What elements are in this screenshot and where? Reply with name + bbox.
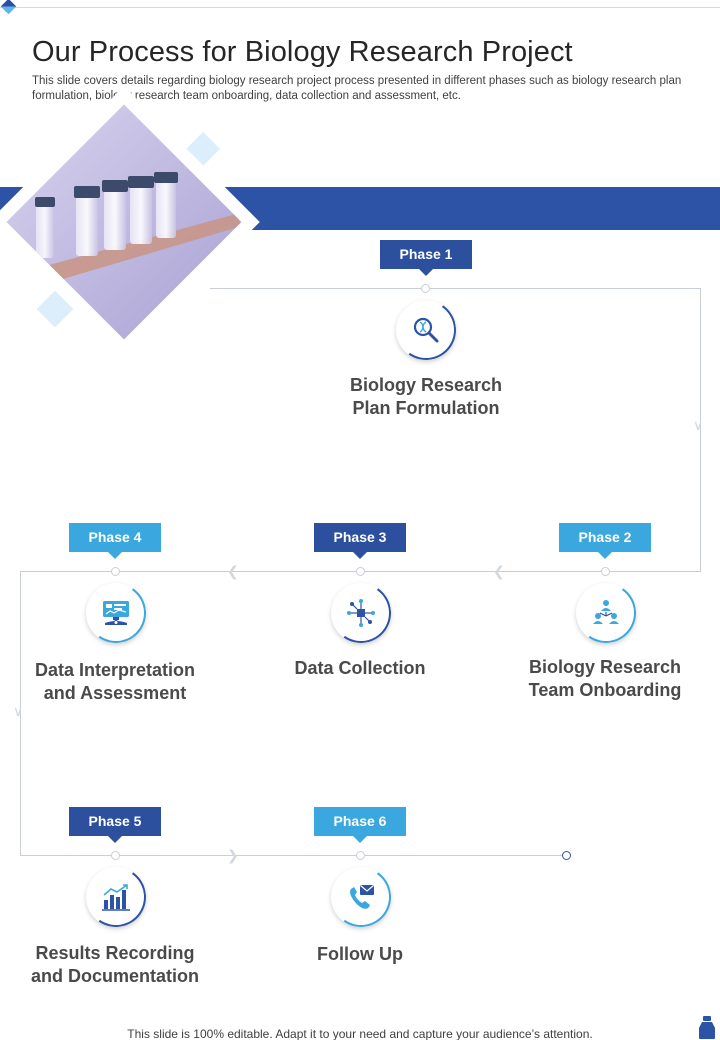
magnifier-dna-icon — [413, 317, 439, 343]
chevron-down-icon: ∨ — [13, 703, 24, 719]
flow-line — [20, 855, 566, 856]
phase-3-tag: Phase 3 — [314, 523, 406, 559]
phase-1-icon-circle — [391, 295, 461, 365]
flow-node — [421, 284, 430, 293]
phone-mail-icon — [350, 885, 374, 909]
phase-2-label: Biology Research Team Onboarding — [528, 657, 682, 700]
flow-node — [601, 567, 610, 576]
bottle-icon — [699, 1016, 715, 1039]
phase-5-label: Results Recording and Documentation — [30, 943, 199, 986]
dashboard-analysis-icon — [103, 601, 129, 625]
flow-node — [356, 851, 365, 860]
page-subtitle: This slide covers details regarding biol… — [32, 75, 682, 102]
page-title: Our Process for Biology Research Project — [32, 36, 573, 68]
top-rule — [0, 7, 720, 8]
phase-1-tag: Phase 1 — [380, 240, 472, 276]
chevron-left-icon: ❮ — [493, 563, 505, 579]
flow-line — [20, 571, 21, 856]
bar-chart-icon — [102, 884, 130, 911]
chevron-right-icon: ❯ — [227, 847, 239, 863]
flow-line — [210, 288, 701, 289]
data-network-icon — [347, 599, 375, 627]
flow-end-node — [562, 851, 571, 860]
phase-4-label: Data Interpretation and Assessment — [34, 660, 196, 703]
phase-4-icon-circle — [81, 578, 151, 648]
phase-6-tag: Phase 6 — [314, 807, 406, 843]
phase-6-label: Follow Up — [317, 944, 403, 964]
corner-diamond-icon — [0, 0, 17, 15]
phase-6-icon-circle — [326, 862, 396, 932]
team-hierarchy-icon — [593, 600, 619, 624]
phase-2-tag: Phase 2 — [559, 523, 651, 559]
phase-1-label: Biology Research Plan Formulation — [349, 375, 503, 418]
phase-4-tag: Phase 4 — [69, 523, 161, 559]
footer-note: This slide is 100% editable. Adapt it to… — [127, 1027, 593, 1040]
phase-5-tag: Phase 5 — [69, 807, 161, 843]
flow-node — [111, 567, 120, 576]
flow-node — [356, 567, 365, 576]
phase-5-icon-circle — [81, 862, 151, 932]
chevron-left-icon: ❮ — [227, 563, 239, 579]
phase-2-icon-circle — [571, 578, 641, 648]
chevron-down-icon: ∨ — [693, 417, 704, 433]
flow-node — [111, 851, 120, 860]
phase-3-icon-circle — [326, 578, 396, 648]
flow-line — [700, 288, 701, 572]
phase-3-label: Data Collection — [294, 658, 426, 678]
